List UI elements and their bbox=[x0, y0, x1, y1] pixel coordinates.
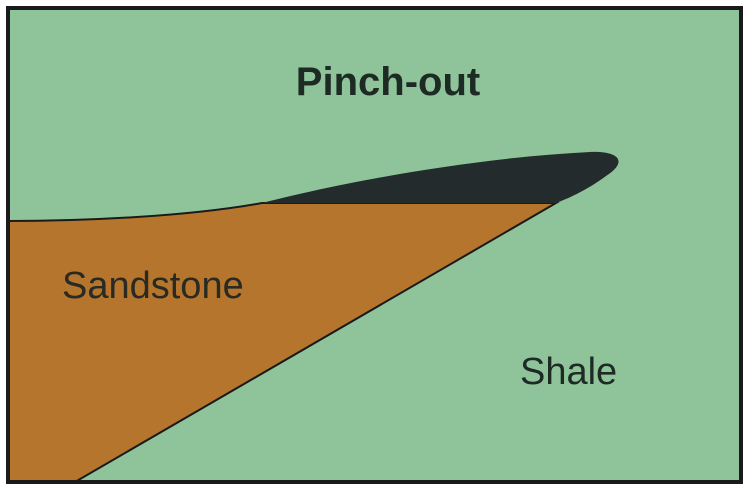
shale-label: Shale bbox=[520, 351, 617, 393]
sandstone-label: Sandstone bbox=[62, 265, 244, 307]
diagram-title: Pinch-out bbox=[296, 60, 480, 104]
